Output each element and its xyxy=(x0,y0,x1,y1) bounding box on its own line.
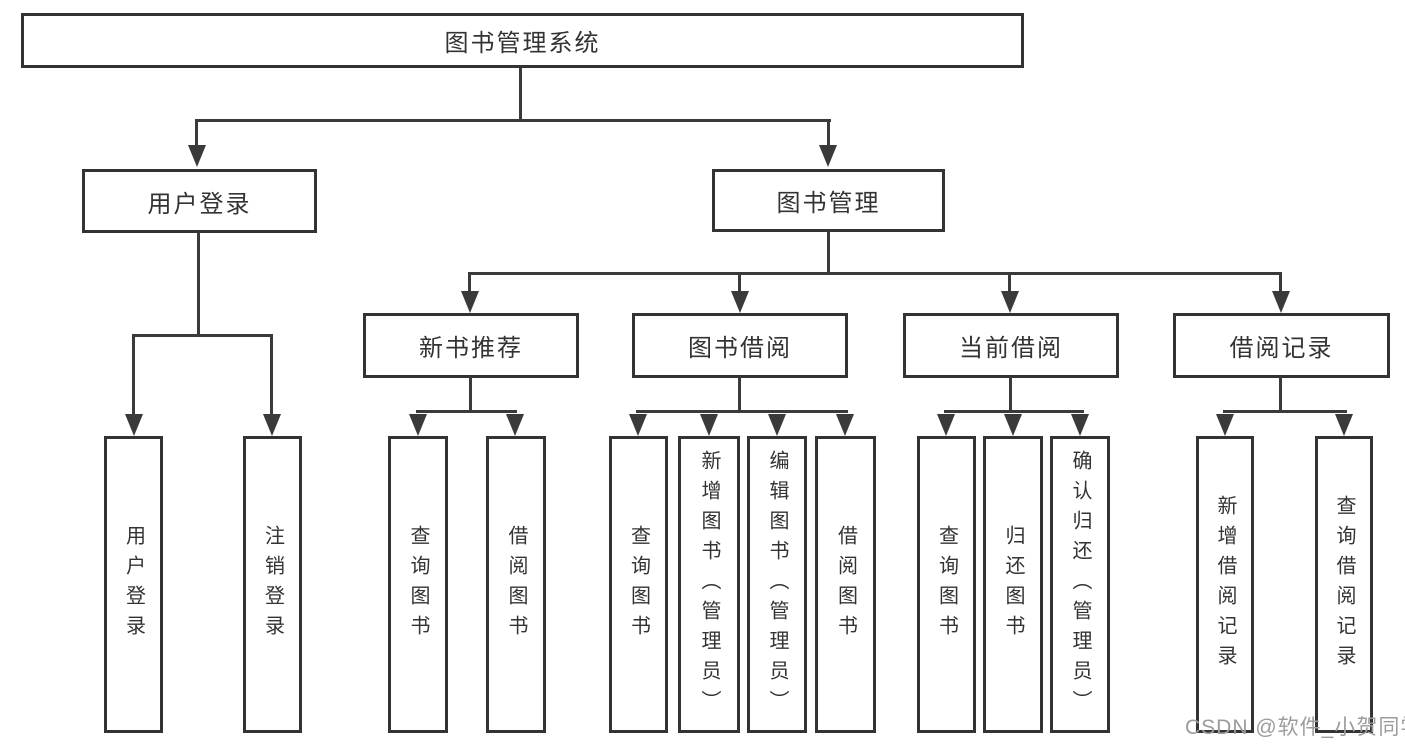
connector-bookborrow-branch xyxy=(636,410,848,413)
arrowhead-to-new-books xyxy=(461,291,479,313)
node-book-management: 图书管理 xyxy=(712,169,945,232)
arrowhead-bookborrow-3 xyxy=(768,414,786,436)
connector-login-drop-left xyxy=(132,334,135,416)
arrowhead-to-book-management xyxy=(819,145,837,167)
leaf-borrow-borrow: 借阅图书 xyxy=(815,436,876,733)
node-library-system-label: 图书管理系统 xyxy=(444,30,601,57)
leaf-logout: 注销登录 xyxy=(243,436,302,733)
arrowhead-to-current-borrow xyxy=(1001,291,1019,313)
connector-newbooks-stem xyxy=(469,377,472,412)
node-book-borrowing: 图书借阅 xyxy=(632,313,848,378)
arrowhead-bookborrow-4 xyxy=(836,414,854,436)
leaf-newbooks-borrow-label: 借阅图书 xyxy=(505,524,527,645)
arrowhead-newbooks-1 xyxy=(409,414,427,436)
leaf-records-add: 新增借阅记录 xyxy=(1196,436,1254,733)
connector-root-stem xyxy=(519,68,522,121)
node-new-book-recommend: 新书推荐 xyxy=(363,313,579,378)
connector-mgmt-stem xyxy=(827,231,830,274)
leaf-current-return: 归还图书 xyxy=(983,436,1043,733)
leaf-borrow-query: 查询图书 xyxy=(609,436,668,733)
arrowhead-to-book-borrow xyxy=(731,291,749,313)
leaf-current-confirm-admin-label: 确认归还（管理员） xyxy=(1069,449,1091,720)
node-borrow-records: 借阅记录 xyxy=(1173,313,1390,378)
leaf-newbooks-query-label: 查询图书 xyxy=(407,524,429,645)
node-user-login-label: 用户登录 xyxy=(147,190,252,218)
connector-root-drop-left xyxy=(195,119,198,151)
connector-records-branch xyxy=(1223,410,1347,413)
leaf-newbooks-borrow: 借阅图书 xyxy=(486,436,546,733)
leaf-records-query-label: 查询借阅记录 xyxy=(1333,494,1355,675)
arrowhead-currentborrow-1 xyxy=(937,414,955,436)
node-user-login: 用户登录 xyxy=(82,169,317,233)
connector-root-branch xyxy=(195,119,831,122)
arrowhead-newbooks-2 xyxy=(506,414,524,436)
leaf-logout-label: 注销登录 xyxy=(261,524,284,645)
arrowhead-records-1 xyxy=(1216,414,1234,436)
arrowhead-to-borrow-records xyxy=(1272,291,1290,313)
connector-currentborrow-branch xyxy=(944,410,1084,413)
node-current-borrowing: 当前借阅 xyxy=(903,313,1119,378)
connector-login-drop-right xyxy=(270,334,273,416)
connector-bookborrow-stem xyxy=(738,377,741,412)
arrowhead-bookborrow-1 xyxy=(629,414,647,436)
leaf-current-query: 查询图书 xyxy=(917,436,976,733)
connector-mgmt-drop-1 xyxy=(468,272,471,294)
leaf-newbooks-query: 查询图书 xyxy=(388,436,448,733)
leaf-records-query: 查询借阅记录 xyxy=(1315,436,1373,733)
connector-root-drop-right xyxy=(827,119,830,151)
leaf-records-add-label: 新增借阅记录 xyxy=(1214,494,1236,675)
node-library-system: 图书管理系统 xyxy=(21,13,1024,68)
leaf-borrow-add-admin: 新增图书（管理员） xyxy=(678,436,740,733)
arrowhead-currentborrow-3 xyxy=(1071,414,1089,436)
connector-mgmt-drop-4 xyxy=(1279,272,1282,294)
arrowhead-bookborrow-2 xyxy=(700,414,718,436)
leaf-borrow-edit-admin-label: 编辑图书（管理员） xyxy=(766,449,788,720)
leaf-current-return-label: 归还图书 xyxy=(1002,524,1024,645)
leaf-borrow-add-admin-label: 新增图书（管理员） xyxy=(698,449,720,720)
connector-login-stem xyxy=(197,232,200,336)
leaf-current-confirm-admin: 确认归还（管理员） xyxy=(1050,436,1110,733)
connector-login-branch xyxy=(132,334,273,337)
leaf-borrow-edit-admin: 编辑图书（管理员） xyxy=(747,436,807,733)
connector-mgmt-branch xyxy=(468,272,1282,275)
node-current-borrowing-label: 当前借阅 xyxy=(959,335,1063,362)
node-new-book-recommend-label: 新书推荐 xyxy=(419,335,523,362)
connector-newbooks-branch xyxy=(416,410,517,413)
leaf-current-query-label: 查询图书 xyxy=(935,524,958,645)
watermark: CSDN @软件_小贺同学 xyxy=(1185,716,1405,739)
arrowhead-to-user-login xyxy=(188,145,206,167)
leaf-borrow-query-label: 查询图书 xyxy=(627,524,650,645)
leaf-borrow-borrow-label: 借阅图书 xyxy=(834,524,857,645)
arrowhead-to-leaf-user-login xyxy=(125,414,143,436)
arrowhead-records-2 xyxy=(1335,414,1353,436)
leaf-user-login: 用户登录 xyxy=(104,436,163,733)
connector-mgmt-drop-3 xyxy=(1008,272,1011,294)
node-borrow-records-label: 借阅记录 xyxy=(1229,335,1334,362)
arrowhead-to-leaf-logout xyxy=(263,414,281,436)
connector-mgmt-drop-2 xyxy=(738,272,741,294)
leaf-user-login-label: 用户登录 xyxy=(122,524,145,645)
connector-currentborrow-stem xyxy=(1009,377,1012,412)
connector-records-stem xyxy=(1279,377,1282,412)
node-book-borrowing-label: 图书借阅 xyxy=(688,335,792,362)
arrowhead-currentborrow-2 xyxy=(1004,414,1022,436)
node-book-management-label: 图书管理 xyxy=(776,190,881,217)
